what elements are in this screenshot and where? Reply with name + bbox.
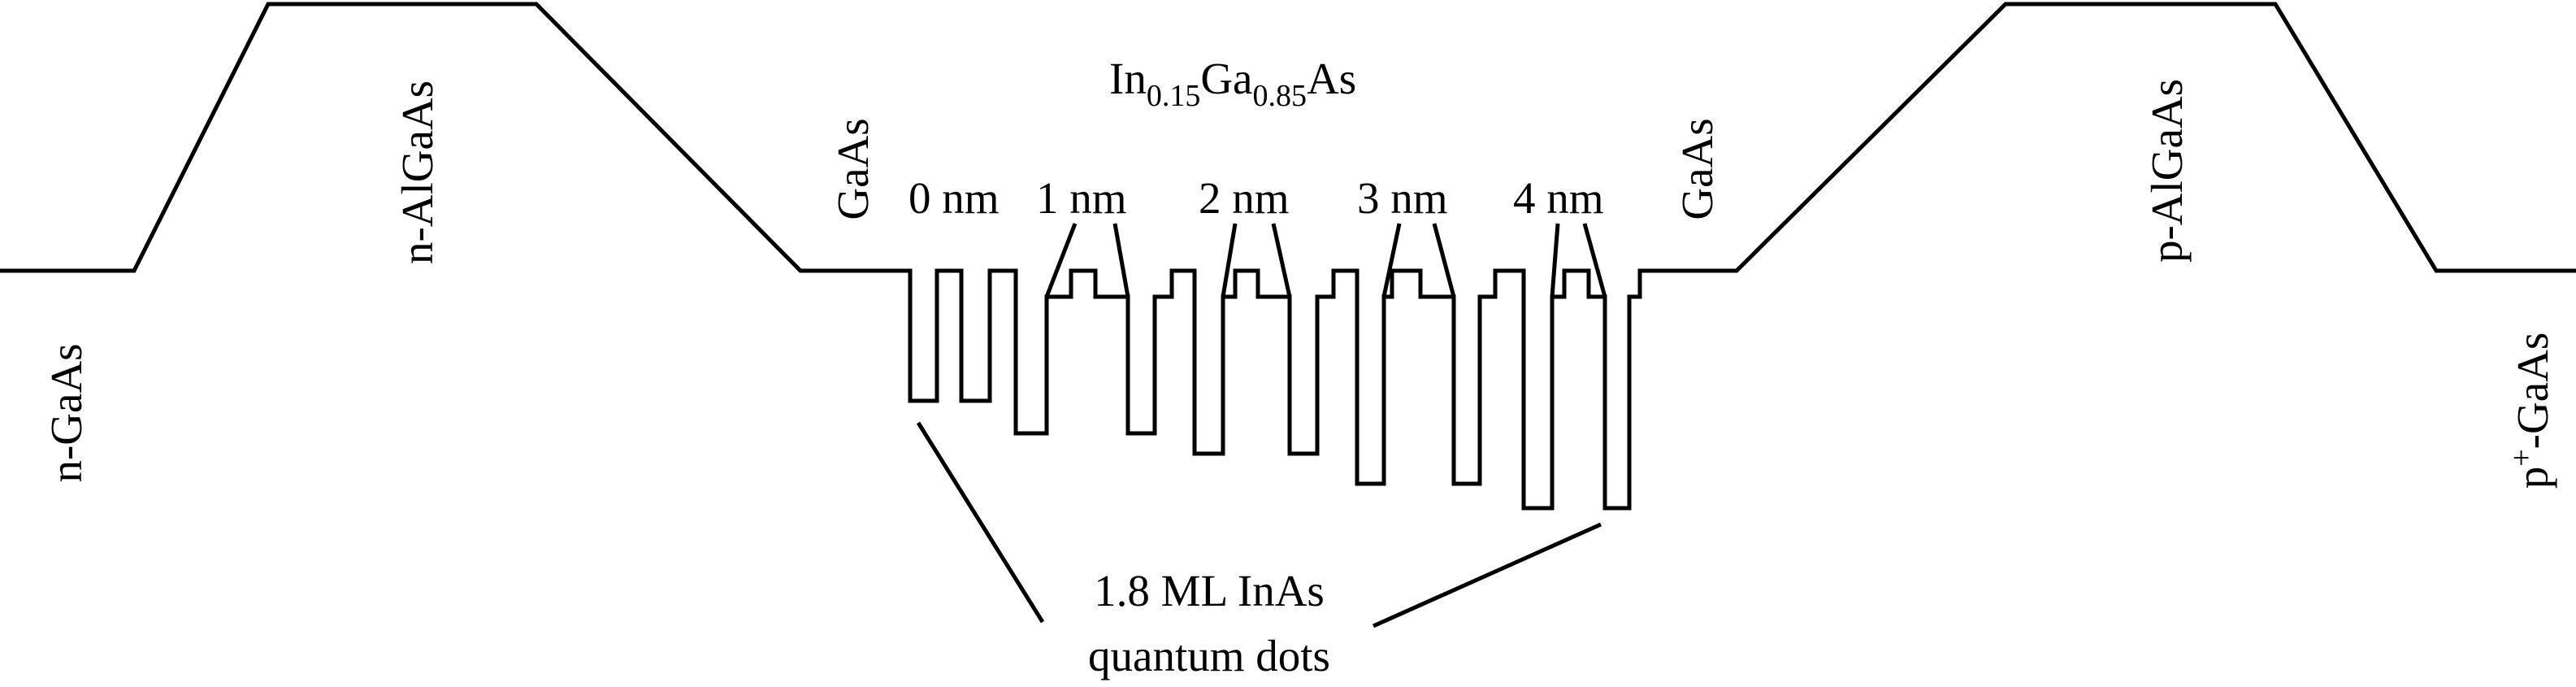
pointer-2nm-right [1271,223,1292,298]
label-p-plus-gaas: p+-GaAs [2504,333,2557,489]
pointer-1nm-left [1044,223,1078,298]
pointer-4nm-right [1582,223,1607,298]
pointer-qd-right [1372,522,1602,628]
label-spacer-1nm: 1 nm [1036,173,1127,223]
ingaas-ga: Ga [1200,54,1252,103]
label-spacer-2nm: 2 nm [1199,173,1290,223]
band-edge-profile [0,2,2576,511]
pointer-2nm-left [1221,223,1238,298]
p-gaas-suffix: -GaAs [2508,333,2557,450]
label-p-algaas: p-AlGaAs [2142,79,2192,263]
pointer-3nm-right [1432,223,1456,298]
label-spacer-3nm: 3 nm [1357,173,1448,223]
label-ingaas: In0.15Ga0.85As [1109,54,1356,113]
spacer-pointers [1044,223,1607,298]
ingaas-in: In [1109,54,1147,103]
label-n-gaas: n-GaAs [41,343,91,482]
label-qd-line1: 1.8 ML InAs [1094,566,1325,615]
p-gaas-prefix: p [2508,467,2557,489]
label-qd-line2: quantum dots [1088,631,1330,680]
ingaas-sub-ga: 0.85 [1252,79,1307,113]
label-spacer-0nm: 0 nm [909,173,1000,223]
qd-pointers [916,421,1602,628]
label-spacer-4nm: 4 nm [1513,173,1604,223]
pointer-qd-left [916,421,1045,624]
p-gaas-superscript: + [2504,449,2539,466]
pointer-4nm-left [1550,223,1560,298]
pointer-1nm-right [1112,223,1130,298]
label-gaas-right: GaAs [1672,118,1722,220]
label-gaas-left: GaAs [828,118,878,220]
ingaas-as: As [1307,54,1356,103]
pointer-3nm-left [1381,223,1402,298]
label-n-algaas: n-AlGaAs [392,80,442,264]
ingaas-sub-in: 0.15 [1147,79,1201,113]
